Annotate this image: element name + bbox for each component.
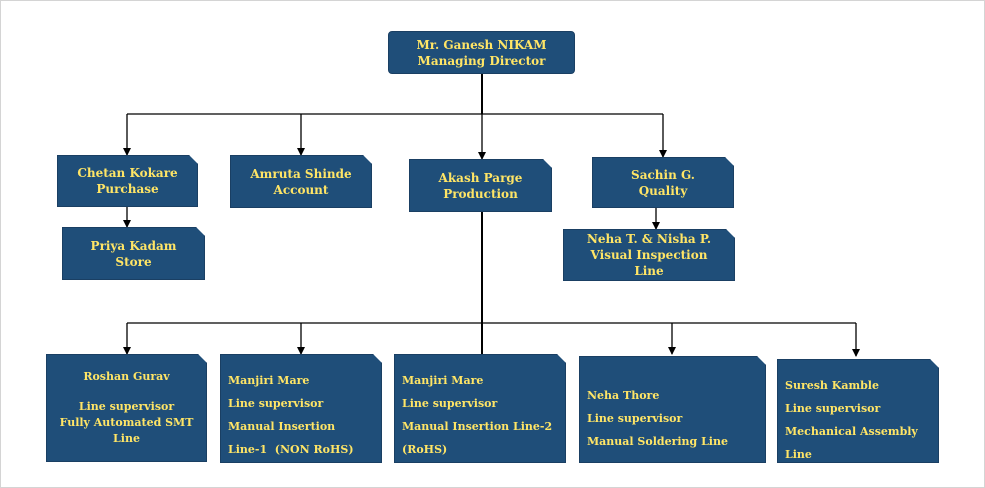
- store-box: Priya Kadam Store: [62, 227, 205, 280]
- quality-name: Sachin G.: [631, 167, 695, 182]
- line-4-area: Manual Soldering Line: [587, 435, 728, 448]
- line-2-role: Line supervisor: [228, 397, 324, 410]
- line-3-area: Manual Insertion Line-2: [402, 420, 553, 433]
- line-5-area-line: Line: [785, 448, 812, 461]
- visual-inspection-box: Neha T. & Nisha P. Visual Inspection Lin…: [563, 229, 735, 281]
- line-3-name: Manjiri Mare: [402, 374, 484, 387]
- line-1-box: Roshan Gurav Line supervisor Fully Autom…: [46, 354, 207, 462]
- line-2-area-line: Line-1 (NON RoHS): [228, 443, 354, 456]
- line-4-role: Line supervisor: [587, 412, 683, 425]
- line-1-name: Roshan Gurav: [83, 370, 170, 383]
- line-5-name: Suresh Kamble: [785, 379, 879, 392]
- line-5-box: Suresh Kamble Line supervisor Mechanical…: [777, 359, 939, 463]
- line-1-role: Line supervisor: [78, 400, 175, 413]
- line-2-name: Manjiri Mare: [228, 374, 310, 387]
- purchase-box: Chetan Kokare Purchase: [57, 155, 198, 207]
- line-4-box: Neha Thore Line supervisor Manual Solder…: [579, 356, 766, 463]
- visual-inspection-role: Visual Inspection: [590, 248, 708, 262]
- account-role: Account: [273, 182, 329, 197]
- managing-director-role: Managing Director: [417, 53, 546, 68]
- line-2-box: Manjiri Mare Line supervisor Manual Inse…: [220, 354, 382, 463]
- line-5-role: Line supervisor: [785, 402, 881, 415]
- line-1-area: Fully Automated SMT: [59, 416, 194, 429]
- account-name: Amruta Shinde: [250, 166, 352, 181]
- production-name: Akash Parge: [438, 170, 523, 185]
- quality-role: Quality: [638, 183, 688, 198]
- line-5-area: Mechanical Assembly: [785, 425, 918, 438]
- production-box: Akash Parge Production: [409, 159, 552, 212]
- line-2-area: Manual Insertion: [228, 420, 336, 433]
- quality-box: Sachin G. Quality: [592, 157, 734, 208]
- line-4-name: Neha Thore: [587, 389, 660, 402]
- store-role: Store: [115, 254, 152, 269]
- line-3-role: Line supervisor: [402, 397, 498, 410]
- line-3-area-line: (RoHS): [402, 443, 448, 456]
- production-role: Production: [443, 186, 518, 201]
- purchase-role: Purchase: [96, 182, 159, 196]
- line-1-area-line: Line: [113, 432, 140, 445]
- visual-inspection-role-line: Line: [634, 264, 664, 278]
- visual-inspection-names: Neha T. & Nisha P.: [586, 232, 712, 246]
- purchase-name: Chetan Kokare: [77, 166, 178, 180]
- account-box: Amruta Shinde Account: [230, 155, 372, 208]
- managing-director-name: Mr. Ganesh NIKAM: [416, 37, 547, 52]
- line-3-box: Manjiri Mare Line supervisor Manual Inse…: [394, 354, 566, 463]
- store-name: Priya Kadam: [90, 238, 177, 253]
- managing-director-box: Mr. Ganesh NIKAM Managing Director: [388, 31, 575, 74]
